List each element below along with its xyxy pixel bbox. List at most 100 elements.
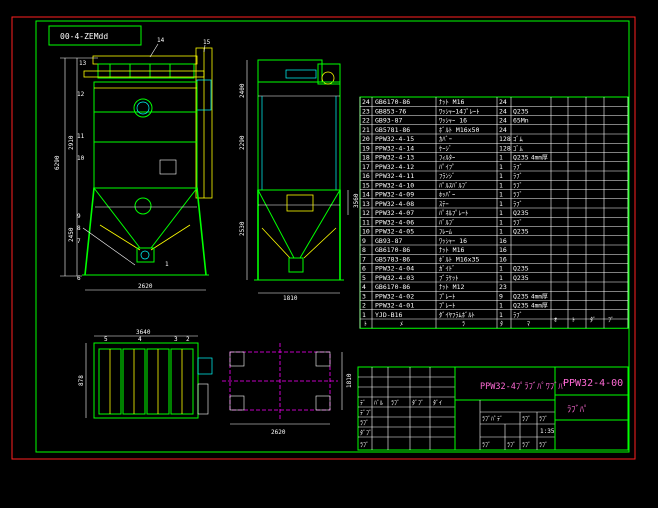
bom-cell: 9 [499, 292, 503, 300]
bom-cell: 9 [362, 237, 366, 245]
bom-cell: PPW32-4-10 [375, 181, 414, 189]
bom-cell: 65Mn [513, 117, 529, 125]
bom-cell: ｹｰｼﾞ [439, 144, 452, 152]
svg-text:ﾀﾞﾌﾞ: ﾀﾞﾌﾞ [412, 400, 424, 407]
svg-text:PPW32-4ﾌﾟﾗﾌﾞﾊﾟﾜﾌﾞﾊﾟ: PPW32-4ﾌﾟﾗﾌﾞﾊﾟﾜﾌﾞﾊﾟ [480, 382, 567, 392]
bom-cell: ﾅｯﾄ M12 [439, 283, 464, 291]
svg-text:ﾀﾞｲ: ﾀﾞｲ [433, 400, 442, 407]
svg-text:3: 3 [174, 336, 178, 343]
svg-text:ﾗﾌﾞ: ﾗﾌﾞ [539, 416, 548, 423]
plan-view: 3640 878 5 4 3 2 [78, 329, 213, 419]
bom-cell: 24 [499, 126, 507, 134]
bom-cell: ﾗﾌﾞ [513, 181, 523, 189]
svg-text:ﾃﾞ: ﾃﾞ [360, 400, 366, 407]
bom-cell: 11 [362, 218, 370, 226]
svg-text:6: 6 [77, 275, 81, 282]
bom-cell: ｺﾞﾑ [513, 135, 524, 143]
bom-cell: 7 [362, 255, 366, 263]
bom-cell: 24 [362, 98, 370, 106]
bom-cell: 4mm厚 [531, 293, 548, 300]
svg-text:3560: 3560 [353, 193, 360, 208]
svg-text:1810: 1810 [283, 295, 298, 302]
bom-cell: 19 [362, 144, 370, 152]
bom-cell: ﾊﾟｲﾌﾟ [439, 163, 455, 171]
bom-cell: ﾄ [364, 321, 367, 328]
svg-text:ﾊﾞﾙ: ﾊﾞﾙ [374, 400, 383, 407]
base-view: 2620 1810 [222, 343, 353, 436]
bom-cell: ﾊﾟﾈﾙﾌﾟﾚｰﾄ [439, 209, 468, 217]
bom-cell: 5 [362, 274, 366, 282]
bom-cell: 12 [362, 209, 370, 217]
bom-cell: ﾀﾞｲﾔﾌﾗﾑﾎﾞﾙﾄ [439, 311, 475, 319]
svg-text:ﾗﾌﾞ: ﾗﾌﾞ [360, 442, 369, 449]
bom-cell: 17 [362, 163, 370, 171]
bom-cell: PPW32-4-03 [375, 274, 414, 282]
bom-cell: ﾀﾞ [590, 317, 596, 324]
bom-cell: ｺﾞﾑ [513, 144, 524, 152]
bom-cell: ﾗﾌﾞ [513, 218, 523, 226]
bom-cell: Q235 [513, 265, 529, 273]
svg-text:12: 12 [77, 91, 85, 98]
svg-text:2450: 2450 [68, 227, 75, 242]
svg-text:3640: 3640 [136, 329, 151, 336]
svg-text:13: 13 [79, 60, 87, 67]
bom-cell: PPW32-4-14 [375, 144, 414, 152]
bom-cell: 21 [362, 126, 370, 134]
svg-text:14: 14 [157, 37, 165, 44]
bom-cell: PPW32-4-13 [375, 154, 414, 162]
bom-cell: 14 [362, 191, 370, 199]
svg-text:ﾗﾌﾞﾊﾟﾃﾞ: ﾗﾌﾞﾊﾟﾃﾞ [482, 416, 503, 423]
bom-cell: ﾌﾟﾚｰﾄ [439, 292, 455, 300]
bom-cell: ﾌﾚｰﾑ [439, 228, 453, 236]
bom-cell: PPW32-4-01 [375, 302, 414, 310]
svg-text:PPW32-4-00: PPW32-4-00 [563, 378, 623, 389]
svg-text:10: 10 [77, 155, 85, 162]
svg-text:ﾗﾌﾞ: ﾗﾌﾞ [391, 400, 400, 407]
bom-cell: PPW32-4-12 [375, 163, 414, 171]
svg-text:2910: 2910 [68, 135, 75, 150]
bom-cell: PPW32-4-06 [375, 218, 414, 226]
bom-cell: 128 [499, 135, 511, 143]
bom-cell: 4mm厚 [531, 155, 548, 162]
bom-cell: Q235 [513, 302, 529, 310]
bom-cell: PPW32-4-05 [375, 228, 414, 236]
svg-text:7: 7 [77, 238, 81, 245]
bom-cell: ｵ [554, 317, 557, 324]
bom-cell: ﾌﾞﾗｹｯﾄ [439, 274, 459, 282]
bom-cell: ﾊﾟﾙｽﾊﾞﾙﾌﾞ [439, 181, 468, 189]
bom-cell: 24 [499, 117, 507, 125]
title-block: ﾃﾞ ﾊﾞﾙ ﾗﾌﾞ ﾀﾞﾌﾞ ﾀﾞｲ ﾃﾞﾌﾞ ﾗﾌﾞ ﾀﾞﾌﾞ ﾗﾌﾞ PP… [357, 366, 629, 451]
bom-cell: 1 [499, 311, 503, 319]
bom-cell: 2 [362, 302, 366, 310]
bom-cell: 1 [499, 154, 503, 162]
bom-cell: ﾜｯｼｬｰ14ﾌﾟﾚｰﾄ [439, 107, 479, 115]
svg-text:2290: 2290 [239, 135, 246, 150]
bom-cell: 128 [499, 144, 511, 152]
bom-cell: ﾗﾌﾞ [513, 163, 523, 171]
bom-cell: 8 [362, 246, 366, 254]
bom-cell: 4mm厚 [531, 303, 548, 310]
bom-cell: ﾎﾞﾙﾄ M16x50 [439, 126, 479, 134]
svg-text:6290: 6290 [54, 155, 61, 170]
bom-cell: ﾌﾞ [608, 317, 614, 324]
bom-cell: ﾗﾌﾞ [513, 191, 523, 199]
svg-text:5: 5 [104, 336, 108, 343]
bom-cell: ﾗﾌﾞ [513, 200, 523, 208]
bom-cell: 18 [362, 154, 370, 162]
bom-cell: 1 [499, 163, 503, 171]
bom-cell: GB6170-86 [375, 283, 410, 291]
bom-cell: ﾌﾗﾝｼﾞ [439, 172, 455, 180]
bom-cell: 16 [362, 172, 370, 180]
svg-text:1: 1 [165, 261, 169, 268]
bom-cell: ﾗﾌﾞ [513, 172, 523, 180]
bom-cell: ﾒ [400, 321, 403, 328]
bom-cell: ﾌﾟﾚｰﾄ [439, 302, 455, 310]
bom-cell: GB853-76 [375, 107, 406, 115]
bom-cell: ﾌｨﾙﾀｰ [439, 154, 455, 162]
bom-cell: GB5783-86 [375, 255, 410, 263]
bom-cell: 24 [499, 98, 507, 106]
bom-cell: 15 [362, 181, 370, 189]
svg-text:ﾃﾞﾌﾞ: ﾃﾞﾌﾞ [360, 410, 372, 417]
bom-cell: ﾏ [527, 321, 530, 328]
